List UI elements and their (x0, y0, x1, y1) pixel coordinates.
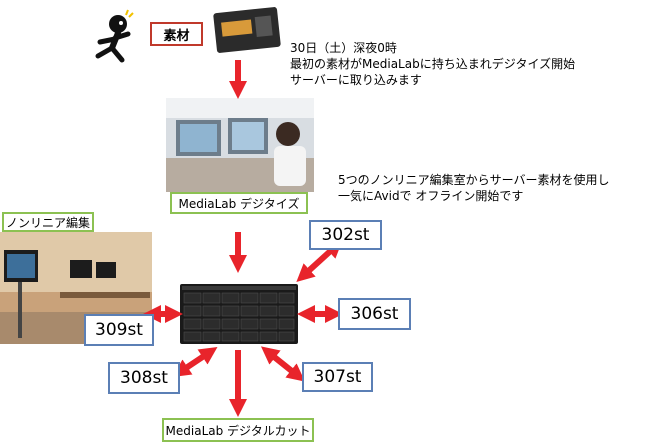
edit-note: 5つのノンリニア編集室からサーバー素材を使用し 一気にAvidで オフライン開始… (338, 172, 610, 204)
note-line: 一気にAvidで オフライン開始です (338, 189, 524, 203)
station-302: 302st (309, 220, 382, 250)
note-line: サーバーに取り込みます (290, 73, 422, 87)
material-label: 素材 (150, 22, 203, 46)
station-306: 306st (338, 298, 411, 330)
note-line: 5つのノンリニア編集室からサーバー素材を使用し (338, 173, 610, 187)
station-307: 307st (302, 362, 373, 392)
ingest-note: 30日（土）深夜0時 最初の素材がMediaLabに持ち込まれデジタイズ開始 サ… (290, 40, 575, 88)
station-309: 309st (84, 314, 154, 346)
video-tape-icon (212, 4, 282, 56)
digitize-label: MediaLab デジタイズ (170, 192, 308, 214)
nonlinear-label: ノンリニア編集 (2, 212, 94, 232)
arrow-server-307 (260, 346, 306, 382)
station-308: 308st (108, 362, 180, 394)
running-person-icon (88, 8, 144, 66)
note-line: 30日（土）深夜0時 (290, 41, 397, 55)
arrow-server-308 (172, 347, 218, 377)
digital-cut-label: MediaLab デジタルカット (162, 418, 314, 442)
arrow-server-302 (296, 239, 343, 283)
server-rack-icon (180, 284, 298, 344)
digitize-room-photo (166, 98, 314, 192)
note-line: 最初の素材がMediaLabに持ち込まれデジタイズ開始 (290, 57, 576, 71)
